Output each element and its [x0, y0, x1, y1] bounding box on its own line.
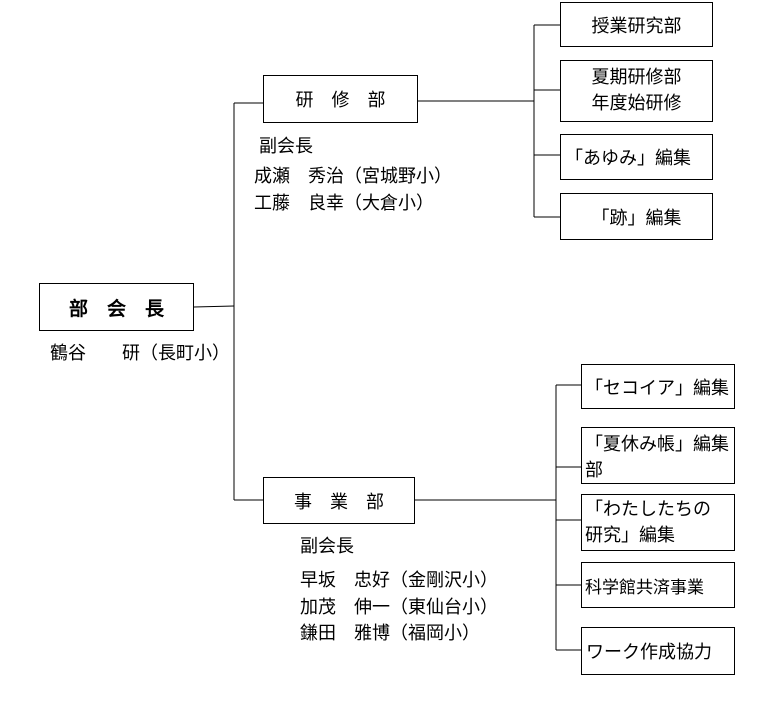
section-label: 科学館共済事業	[585, 577, 704, 598]
kenshu-dept-title: 研 修 部	[295, 90, 386, 111]
section-box-ayumi: 「あゆみ」編集	[560, 134, 713, 180]
section-box-work: ワーク作成協力	[581, 627, 735, 675]
section-box-kaki-kenshu: 夏期研修部 年度始研修	[560, 60, 713, 122]
section-box-ato: 「跡」編集	[560, 193, 713, 240]
chairman-name: 鶴谷 研（長町小）	[50, 343, 230, 364]
section-box-natsuyasumi: 「夏休み帳」編集部	[581, 427, 735, 484]
jigyo-vice-chair-label: 副会長	[300, 536, 354, 557]
kenshu-vice-chair-label: 副会長	[259, 136, 313, 157]
section-label: 「セコイア」編集	[585, 377, 729, 399]
section-label: 「跡」編集	[591, 207, 682, 229]
jigyo-dept-box: 事 業 部	[263, 477, 415, 524]
section-label: 年度始研修	[591, 93, 682, 114]
section-label: 研究」編集	[585, 525, 675, 546]
jigyo-dept-title: 事 業 部	[294, 491, 384, 513]
section-box-watashitachi: 「わたしたちの 研究」編集	[581, 494, 735, 551]
section-label: 「あゆみ」編集	[565, 148, 691, 169]
section-label: 「夏休み帳」編集部	[585, 433, 729, 481]
section-box-jugyo-kenkyu: 授業研究部	[560, 2, 713, 47]
kenshu-member: 成瀬 秀治（宮城野小）	[254, 166, 452, 187]
chairman-title: 部 会 長	[68, 297, 164, 320]
section-box-sequoia: 「セコイア」編集	[581, 364, 735, 409]
section-label: ワーク作成協力	[586, 642, 712, 663]
section-label: 「わたしたちの	[585, 499, 711, 520]
section-box-kagakukan: 科学館共済事業	[581, 562, 735, 608]
chairman-box: 部 会 長	[39, 283, 194, 331]
kenshu-member: 工藤 良幸（大倉小）	[254, 193, 434, 214]
section-label: 授業研究部	[591, 15, 682, 37]
section-label: 夏期研修部	[591, 67, 682, 88]
jigyo-member: 鎌田 雅博（福岡小）	[300, 623, 480, 644]
jigyo-member: 加茂 伸一（東仙台小）	[300, 597, 498, 618]
jigyo-member: 早坂 忠好（金剛沢小）	[300, 570, 498, 591]
kenshu-dept-box: 研 修 部	[263, 75, 418, 123]
